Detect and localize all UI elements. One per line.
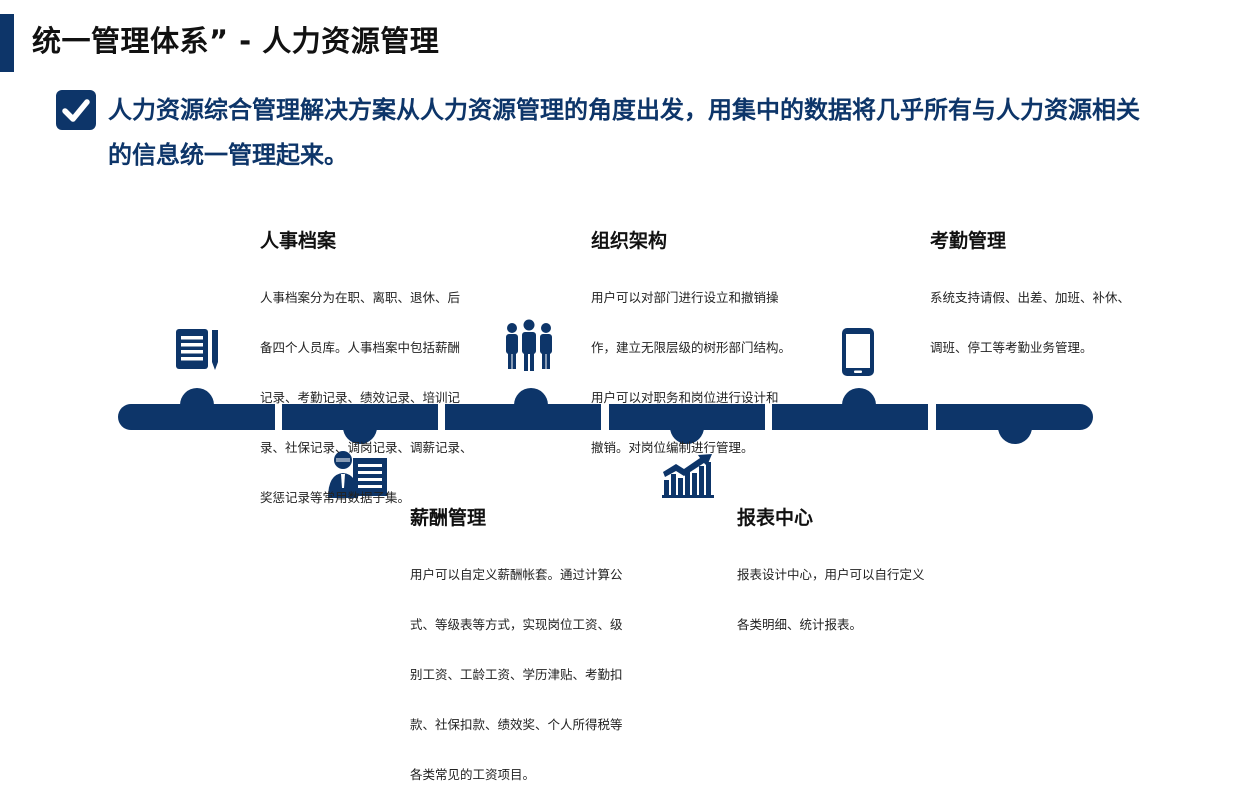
desc-line: 报表设计中心，用户可以自行定义: [737, 567, 925, 582]
growth-chart-icon: [660, 454, 716, 498]
timeline-segment: [445, 404, 601, 430]
page-title: 统一管理体系” - 人力资源管理: [32, 24, 440, 58]
timeline-segment: [282, 404, 438, 430]
desc-line: 调班、停工等考勤业务管理。: [930, 340, 1093, 355]
item-description: 人事档案分为在职、离职、退休、后 备四个人员库。人事档案中包括薪酬 记录、考勤记…: [260, 260, 500, 535]
desc-line: 款、社保扣款、绩效奖、个人所得税等: [410, 717, 623, 732]
desc-line: 撤销。对岗位编制进行管理。: [591, 440, 754, 455]
desc-line: 备四个人员库。人事档案中包括薪酬: [260, 340, 461, 355]
timeline-segment: [772, 404, 928, 430]
desc-line: 人事档案分为在职、离职、退休、后: [260, 290, 461, 305]
timeline-segment: [118, 404, 275, 430]
item-title: 组织架构: [591, 230, 668, 252]
timeline-segment: [936, 404, 1093, 430]
desc-line: 式、等级表等方式，实现岗位工资、级: [410, 617, 623, 632]
item-description: 报表设计中心，用户可以自行定义 各类明细、统计报表。: [737, 537, 967, 662]
item-description: 系统支持请假、出差、加班、补休、 调班、停工等考勤业务管理。: [930, 260, 1170, 385]
item-title: 考勤管理: [930, 230, 1007, 252]
employee-board-icon: [327, 448, 389, 500]
file-document-icon: [174, 326, 220, 372]
desc-line: 别工资、工龄工资、学历津贴、考勤扣: [410, 667, 623, 682]
desc-line: 作，建立无限层级的树形部门结构。: [591, 340, 792, 355]
item-title: 报表中心: [737, 507, 814, 529]
lead-line-2: 的信息统一管理起来。: [108, 141, 348, 169]
mobile-phone-icon: [840, 326, 876, 378]
desc-line: 奖惩记录等常用数据子集。: [260, 490, 411, 505]
checkbox-icon: [56, 90, 96, 130]
desc-line: 各类明细、统计报表。: [737, 617, 863, 632]
item-title: 人事档案: [260, 230, 337, 252]
item-description: 用户可以对部门进行设立和撤销操 作，建立无限层级的树形部门结构。 用户可以对职务…: [591, 260, 821, 485]
desc-line: 记录、考勤记录、绩效记录、培训记: [260, 390, 461, 405]
desc-line: 用户可以自定义薪酬帐套。通过计算公: [410, 567, 623, 582]
desc-line: 各类常见的工资项目。: [410, 767, 536, 782]
desc-line: 用户可以对部门进行设立和撤销操: [591, 290, 779, 305]
lead-text: 人力资源综合管理解决方案从人力资源管理的角度出发，用集中的数据将几乎所有与人力资…: [108, 88, 1228, 178]
title-accent-bar: [0, 14, 14, 72]
desc-line: 系统支持请假、出差、加班、补休、: [930, 290, 1131, 305]
item-description: 用户可以自定义薪酬帐套。通过计算公 式、等级表等方式，实现岗位工资、级 别工资、…: [410, 537, 660, 812]
desc-line: 用户可以对职务和岗位进行设计和: [591, 390, 779, 405]
timeline-segment: [609, 404, 765, 430]
people-group-icon: [502, 318, 556, 372]
lead-line-1: 人力资源综合管理解决方案从人力资源管理的角度出发，用集中的数据将几乎所有与人力资…: [108, 96, 1140, 124]
desc-line: 录、社保记录、调岗记录、调薪记录、: [260, 440, 473, 455]
item-title: 薪酬管理: [410, 507, 487, 529]
